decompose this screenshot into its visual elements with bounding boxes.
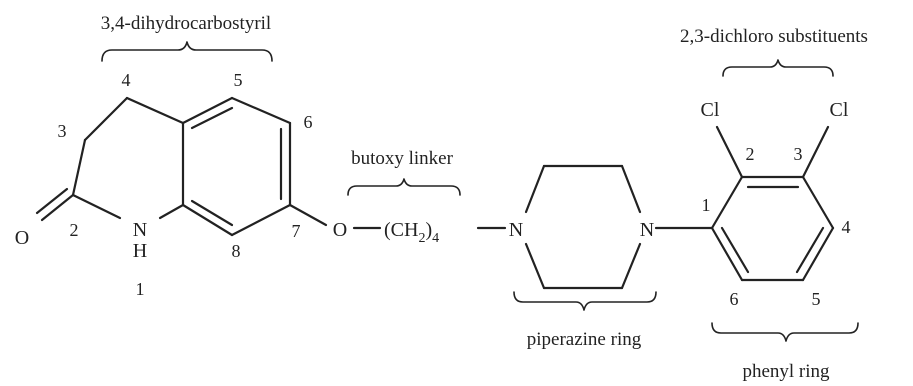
phenyl-locant-5: 5	[812, 289, 821, 309]
brace-butoxy-linker	[347, 178, 461, 196]
caption-phenyl-ring: phenyl ring	[742, 361, 830, 382]
locant-5: 5	[234, 70, 243, 90]
phenyl-locant-3: 3	[794, 144, 803, 164]
atom-ether-oxygen: O	[333, 219, 347, 241]
atom-methylene-chain: (CH2)4	[384, 219, 439, 246]
locant-4: 4	[122, 70, 131, 90]
atom-chlorine-3: Cl	[830, 99, 849, 121]
phenyl-locant-1: 1	[702, 195, 711, 215]
atom-piperazine-nitrogen-4: N	[640, 219, 654, 241]
caption-piperazine-ring: piperazine ring	[527, 329, 642, 350]
lactam-ring	[35, 96, 185, 222]
brace-dihydrocarbostyril	[101, 41, 273, 62]
atom-piperazine-nitrogen-1: N	[509, 219, 523, 241]
locant-3: 3	[58, 121, 67, 141]
brace-piperazine-ring	[513, 291, 657, 311]
benzo-ring	[181, 96, 328, 237]
ch2-subscript: 2	[418, 231, 425, 246]
phenyl-locant-2: 2	[746, 144, 755, 164]
brace-phenyl-ring	[711, 322, 859, 342]
atom-amide-nitrogen: N	[133, 219, 147, 241]
ch2-close: )	[425, 219, 432, 241]
locant-7: 7	[292, 221, 301, 241]
locant-1: 1	[136, 279, 145, 299]
piperazine-bonds	[524, 164, 714, 290]
caption-dichloro-substituents: 2,3-dichloro substituents	[680, 26, 868, 47]
atom-amide-hydrogen: H	[133, 240, 147, 262]
ch2-open: (CH	[384, 219, 418, 241]
locant-8: 8	[232, 241, 241, 261]
ch2-repeat-count: 4	[432, 231, 439, 246]
brace-dichloro-substituents	[722, 59, 834, 77]
phenyl-locant-6: 6	[730, 289, 739, 309]
caption-butoxy-linker: butoxy linker	[351, 148, 454, 169]
locant-2: 2	[70, 220, 79, 240]
phenyl-ring-bonds	[710, 125, 835, 282]
caption-dihydrocarbostyril: 3,4-dihydrocarbostyril	[101, 13, 271, 34]
atom-chlorine-2: Cl	[701, 99, 720, 121]
atom-carbonyl-oxygen: O	[15, 227, 29, 249]
locant-6: 6	[304, 112, 313, 132]
phenyl-locant-4: 4	[842, 217, 851, 237]
